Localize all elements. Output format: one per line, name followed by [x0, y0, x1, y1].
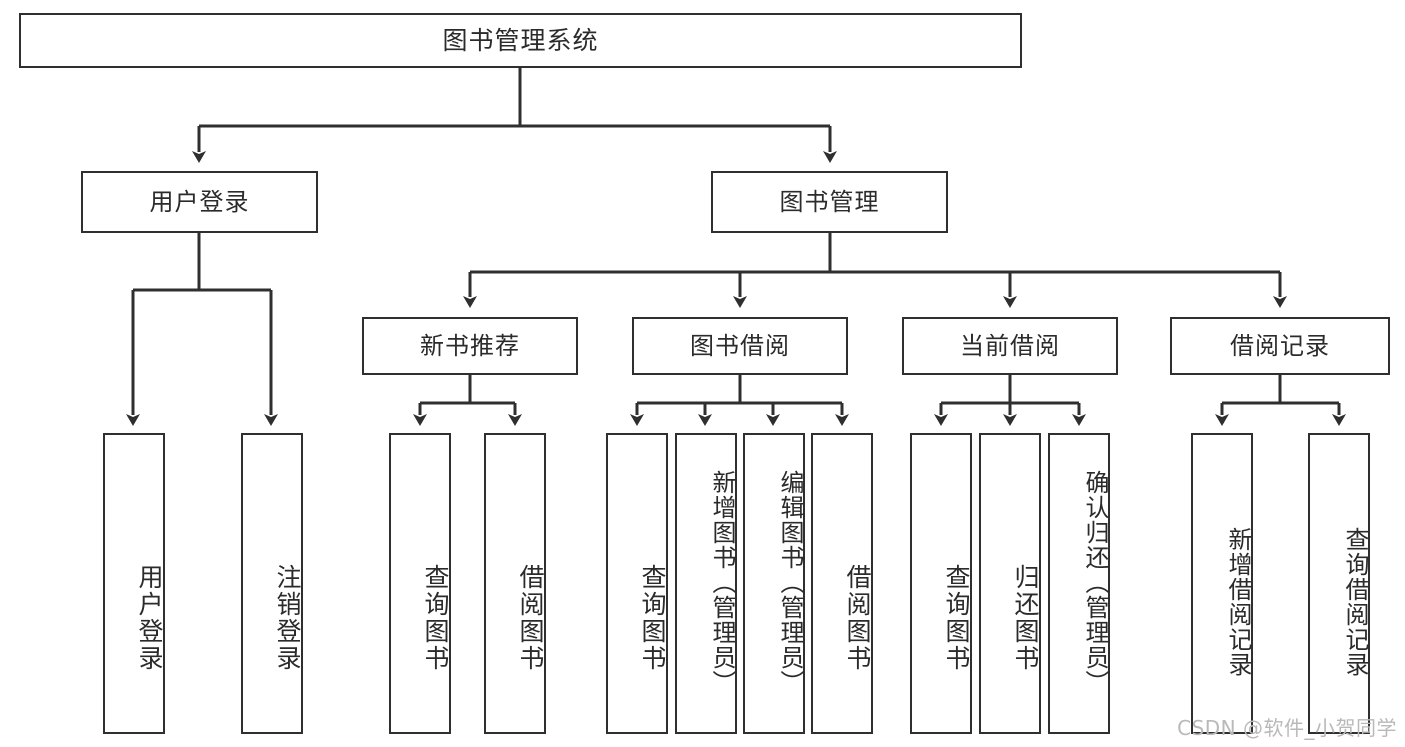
leaf-borrow-record-query-record[interactable]: 查询借阅记录: [1308, 433, 1370, 734]
leaf-user-login-logout[interactable]: 注销登录: [241, 433, 303, 734]
leaf-book-borrow-edit-book-admin[interactable]: 编辑图书（管理员）: [743, 433, 805, 734]
node-current-borrow[interactable]: 当前借阅: [902, 317, 1118, 375]
leaf-borrow-record-add-record[interactable]: 新增借阅记录: [1191, 433, 1253, 734]
leaf-book-borrow-borrow-book[interactable]: 借阅图书: [811, 433, 873, 734]
leaf-current-borrow-query-book[interactable]: 查询图书: [910, 433, 972, 734]
leaf-current-borrow-return-book[interactable]: 归还图书: [979, 433, 1041, 734]
node-borrow-record[interactable]: 借阅记录: [1170, 317, 1390, 375]
node-new-book-recommend[interactable]: 新书推荐: [362, 317, 578, 375]
leaf-user-login-login[interactable]: 用户登录: [103, 433, 165, 734]
leaf-new-book-query-book[interactable]: 查询图书: [389, 433, 451, 734]
leaf-book-borrow-add-book-admin[interactable]: 新增图书（管理员）: [675, 433, 737, 734]
leaf-new-book-borrow-book[interactable]: 借阅图书: [484, 433, 546, 734]
node-book-borrow[interactable]: 图书借阅: [632, 317, 848, 375]
node-user-login[interactable]: 用户登录: [81, 171, 318, 233]
leaf-current-borrow-confirm-return-admin[interactable]: 确认归还（管理员）: [1048, 433, 1110, 734]
leaf-book-borrow-query-book[interactable]: 查询图书: [606, 433, 668, 734]
node-book-management[interactable]: 图书管理: [711, 171, 948, 233]
node-root-book-management-system[interactable]: 图书管理系统: [19, 13, 1022, 68]
